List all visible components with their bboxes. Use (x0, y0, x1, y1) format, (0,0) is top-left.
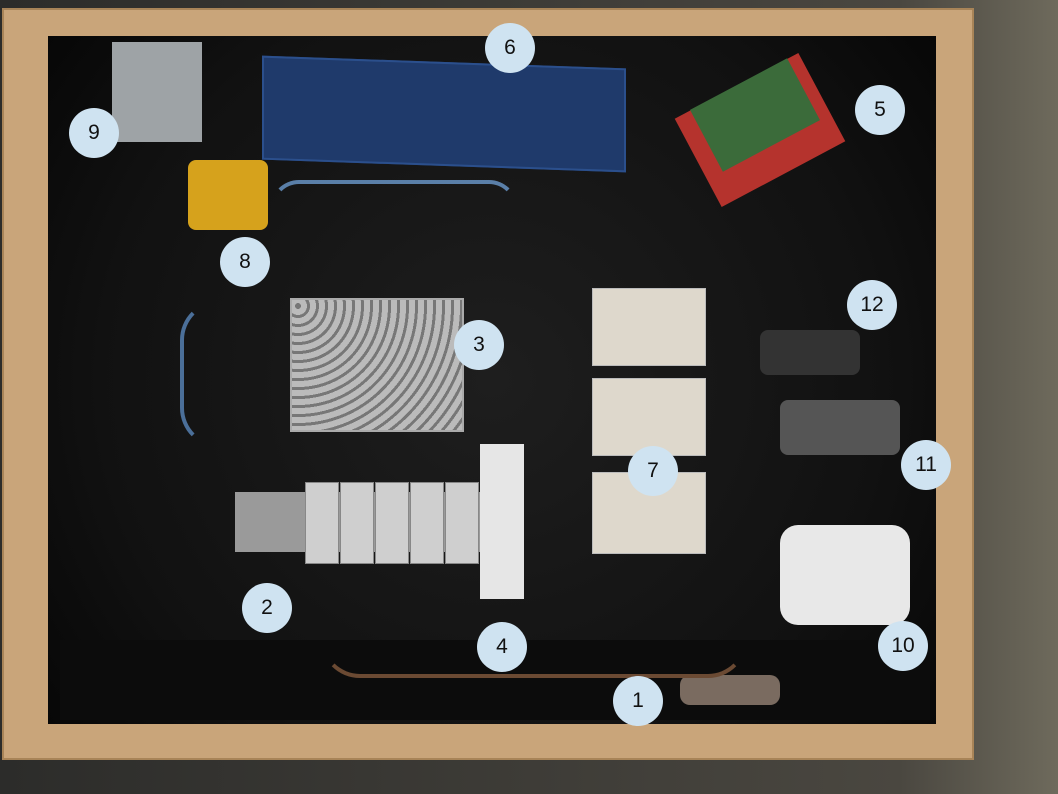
wire-bundle (270, 180, 518, 238)
callout-6: 6 (485, 23, 535, 73)
small-power-supply (112, 42, 202, 142)
wire-bundle (320, 560, 748, 678)
callout-8: 8 (220, 237, 270, 287)
callout-12: 12 (847, 280, 897, 330)
callout-4: 4 (477, 622, 527, 672)
panel-connector (760, 330, 860, 375)
terminal-block (340, 482, 374, 564)
main-power-supply (290, 298, 464, 432)
cable-gland (680, 675, 780, 705)
panel-switch (780, 400, 900, 455)
callout-11: 11 (901, 440, 951, 490)
solid-state-relay (592, 288, 706, 366)
terminal-block (305, 482, 339, 564)
din-power-supply (480, 444, 524, 599)
callout-5: 5 (855, 85, 905, 135)
relay-module (188, 160, 268, 230)
lcd-display-board (262, 55, 626, 173)
callout-9: 9 (69, 108, 119, 158)
callout-10: 10 (878, 621, 928, 671)
callout-1: 1 (613, 676, 663, 726)
terminal-block (445, 482, 479, 564)
terminal-block (410, 482, 444, 564)
solid-state-relay (592, 378, 706, 456)
callout-3: 3 (454, 320, 504, 370)
terminal-block (375, 482, 409, 564)
power-socket (780, 525, 910, 625)
wire-bundle (180, 300, 308, 448)
callout-2: 2 (242, 583, 292, 633)
callout-7: 7 (628, 446, 678, 496)
